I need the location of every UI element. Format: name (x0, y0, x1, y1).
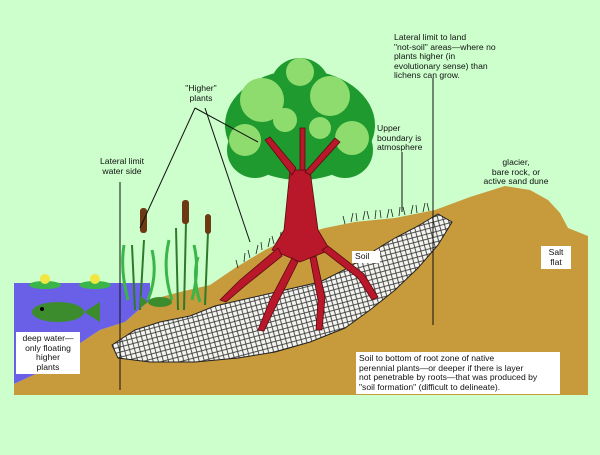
soil-definition-box: Soil to bottom of root zone of native pe… (356, 352, 560, 395)
tree-foliage (225, 58, 375, 180)
higher-plants-label: "Higher" plants (185, 83, 217, 103)
fish (32, 296, 172, 322)
deep-water-label: deep water— only floating higher plants (16, 332, 80, 375)
tree-trunk-roots (219, 127, 379, 332)
upper-boundary-label: Upper boundary is atmosphere (377, 123, 423, 153)
glacier-label: glacier, bare rock, or active sand dune (483, 157, 549, 187)
pointer-lines (119, 78, 434, 390)
soil-label: Soil (352, 251, 380, 263)
lateral-limit-water-label: Lateral limit water side (100, 156, 144, 176)
salt-flat-label: Salt flat (541, 246, 571, 270)
lily-pads (29, 274, 111, 289)
lateral-limit-land-label: Lateral limit to land "not-soil" areas—w… (394, 32, 496, 81)
root-zone-mesh (111, 213, 453, 363)
